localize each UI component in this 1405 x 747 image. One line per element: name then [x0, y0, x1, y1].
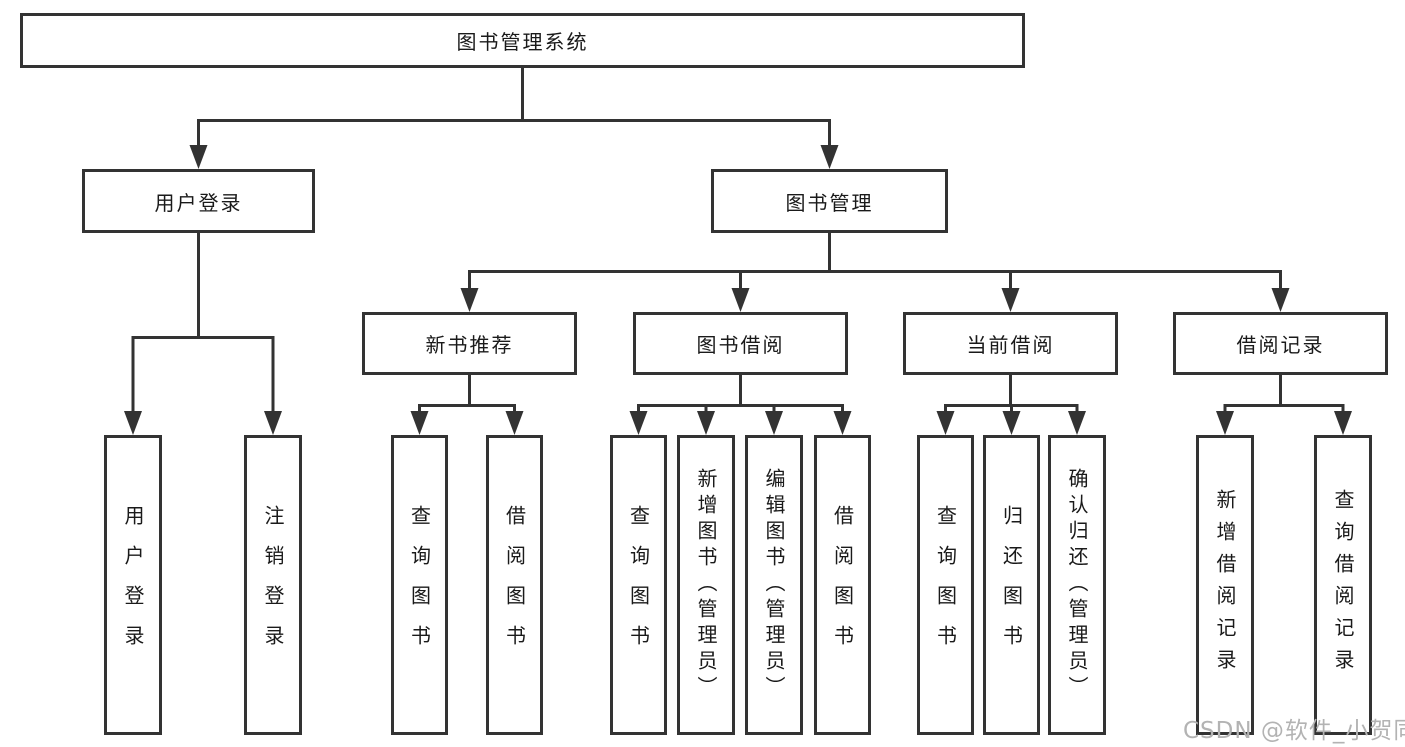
- arrow-down-icon: [1001, 288, 1020, 312]
- leaf-query-books-borrowing-label: 查询图书: [626, 505, 651, 665]
- arrow-down-icon: [410, 411, 429, 435]
- arrow-down-icon: [820, 145, 839, 169]
- arrow-down-icon: [833, 411, 852, 435]
- leaf-user-login: 用户登录: [104, 435, 162, 735]
- arrow-down-icon: [1271, 288, 1290, 312]
- node-new-book-recommendation: 新书推荐: [362, 312, 577, 375]
- leaf-query-books-recommend: 查询图书: [391, 435, 448, 735]
- node-book-borrowing: 图书借阅: [633, 312, 848, 375]
- branch-book-management-to-level3: [468, 231, 1282, 292]
- node-current-borrowing-label: 当前借阅: [966, 333, 1055, 357]
- leaf-borrow-books-recommend-label: 借阅图书: [502, 505, 527, 665]
- branch-borrowing-records-to-leaves: [1223, 373, 1345, 415]
- node-book-management-label: 图书管理: [785, 190, 874, 215]
- leaf-query-books-current-label: 查询图书: [933, 505, 958, 665]
- leaf-add-book-admin-label: 新增图书（管理员）: [694, 468, 718, 702]
- leaf-logout: 注销登录: [244, 435, 302, 735]
- leaf-logout-label: 注销登录: [261, 505, 285, 665]
- leaf-edit-book-admin: 编辑图书（管理员）: [745, 435, 803, 735]
- node-borrowing-records: 借阅记录: [1173, 312, 1388, 375]
- arrow-down-icon: [505, 411, 524, 435]
- leaf-add-borrow-record-label: 新增借阅记录: [1213, 489, 1237, 681]
- leaf-borrow-books-borrowing: 借阅图书: [814, 435, 871, 735]
- node-user-login-label: 用户登录: [154, 190, 243, 215]
- watermark-text: CSDN @软件_小贺同学: [1183, 718, 1405, 744]
- leaf-add-borrow-record: 新增借阅记录: [1196, 435, 1254, 735]
- leaf-confirm-return-admin: 确认归还（管理员）: [1048, 435, 1106, 735]
- arrow-down-icon: [1334, 411, 1352, 435]
- leaf-user-login-label: 用户登录: [121, 505, 145, 665]
- arrow-down-icon: [189, 145, 208, 169]
- leaf-borrow-books-recommend: 借阅图书: [486, 435, 543, 735]
- leaf-return-books: 归还图书: [983, 435, 1040, 735]
- node-book-borrowing-label: 图书借阅: [696, 333, 785, 357]
- node-new-book-recommendation-label: 新书推荐: [425, 333, 514, 357]
- branch-new-book-recommendation-to-leaves: [418, 373, 516, 415]
- leaf-return-books-label: 归还图书: [999, 505, 1024, 665]
- branch-root-to-level2: [197, 66, 831, 149]
- arrow-down-icon: [697, 411, 715, 435]
- arrow-down-icon: [1068, 411, 1086, 435]
- leaf-query-books-borrowing: 查询图书: [610, 435, 667, 735]
- arrow-down-icon: [1002, 411, 1021, 435]
- arrow-down-icons: [124, 145, 1352, 435]
- leaf-query-borrow-record-label: 查询借阅记录: [1331, 489, 1355, 681]
- arrow-down-icon: [264, 411, 282, 435]
- leaf-add-book-admin: 新增图书（管理员）: [677, 435, 735, 735]
- arrow-down-icon: [124, 411, 142, 435]
- node-root: 图书管理系统: [20, 13, 1025, 68]
- node-root-label: 图书管理系统: [456, 30, 589, 54]
- leaf-borrow-books-borrowing-label: 借阅图书: [830, 505, 855, 665]
- node-user-login: 用户登录: [82, 169, 315, 233]
- leaf-query-books-current: 查询图书: [917, 435, 974, 735]
- leaf-confirm-return-admin-label: 确认归还（管理员）: [1065, 468, 1089, 702]
- arrow-down-icon: [460, 288, 479, 312]
- node-book-management: 图书管理: [711, 169, 948, 233]
- node-current-borrowing: 当前借阅: [903, 312, 1118, 375]
- arrow-down-icon: [936, 411, 955, 435]
- arrow-down-icon: [1216, 411, 1234, 435]
- branch-book-borrowing-to-leaves: [637, 373, 844, 415]
- branch-user-login-to-leaves: [131, 231, 275, 415]
- node-borrowing-records-label: 借阅记录: [1236, 333, 1325, 357]
- arrow-down-icon: [629, 411, 648, 435]
- leaf-query-borrow-record: 查询借阅记录: [1314, 435, 1372, 735]
- arrow-down-icon: [731, 288, 750, 312]
- leaf-edit-book-admin-label: 编辑图书（管理员）: [762, 468, 786, 702]
- leaf-query-books-recommend-label: 查询图书: [407, 505, 432, 665]
- arrow-down-icon: [765, 411, 783, 435]
- branch-current-borrowing-to-leaves: [944, 373, 1079, 415]
